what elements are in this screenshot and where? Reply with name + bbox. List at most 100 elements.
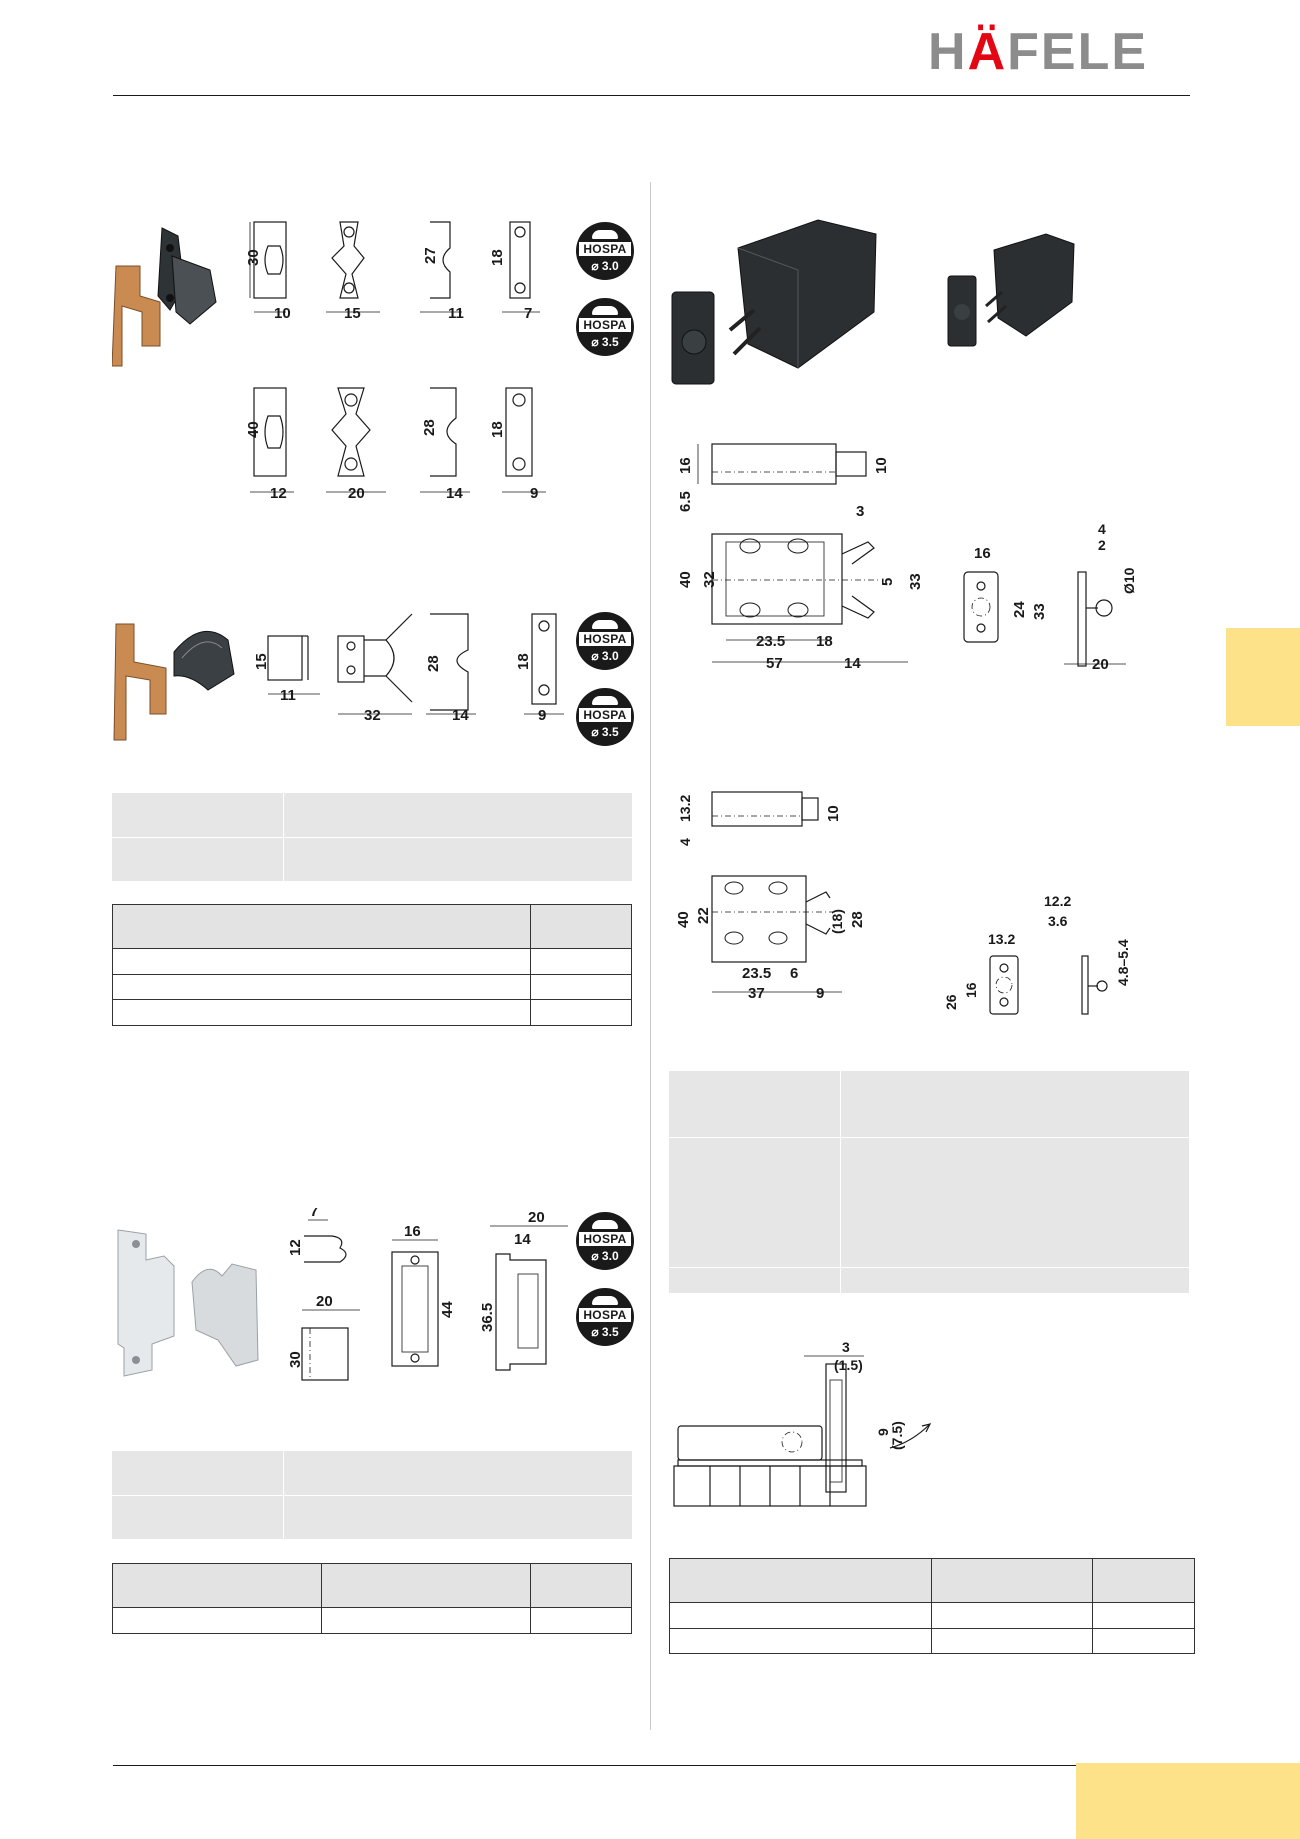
dim-h-side: 30	[287, 1351, 304, 1368]
dim-plate-w: 13.2	[988, 931, 1015, 947]
table-cell	[931, 1628, 1093, 1654]
catch3-drawings: 7 12 20 30 16 44 20 14 36.5	[280, 1208, 650, 1408]
table-cell	[1092, 1628, 1195, 1654]
dim-h-top: 12	[287, 1239, 304, 1256]
dim-plate-w: 16	[974, 545, 991, 562]
catch1-drawings-row1: 30 10 15 27 11 18 7	[240, 218, 660, 328]
dim-h2: 28	[425, 655, 442, 672]
brand-logo: HÄFELE	[928, 23, 1149, 81]
spec-band	[669, 1071, 1189, 1293]
dim-hole: 18	[489, 421, 506, 438]
dim-w-tip: 14	[844, 655, 861, 672]
dim-height: 15	[253, 653, 270, 670]
dim-h-front: 44	[439, 1301, 456, 1318]
dim-w-holes: 23.5	[742, 965, 771, 982]
push-latch-small-photo	[946, 232, 1076, 350]
dim-w2: 14	[452, 707, 469, 724]
hospa-35-icon: HOSPA⌀ 3.5	[576, 298, 634, 356]
dim-t2: 3.6	[1048, 913, 1068, 929]
dim-w3: 9	[538, 707, 546, 724]
dim-total: 33	[1031, 603, 1048, 620]
hospa-35-icon: HOSPA⌀ 3.5	[576, 1288, 634, 1346]
table-header-cell	[530, 1563, 632, 1608]
push-latch-photo	[668, 218, 878, 388]
latch1-side-view: 16 6.5 10	[668, 432, 918, 512]
dim-h-outer: 40	[677, 571, 694, 588]
hospa-30-icon: HOSPA⌀ 3.0	[576, 222, 634, 280]
table-header-cell	[1092, 1558, 1195, 1603]
dim-width-a: 10	[274, 305, 291, 322]
table-header-cell	[321, 1563, 531, 1608]
table-cell	[1092, 1602, 1195, 1629]
dim-h-outer: 40	[675, 911, 692, 928]
dim-width-a: 12	[270, 485, 287, 502]
spring-catch-photo	[111, 226, 232, 368]
table-cell	[669, 1628, 932, 1654]
dim-w-tip: 9	[816, 985, 824, 1002]
table-cell	[530, 1607, 632, 1634]
dim-nose: (18)	[829, 909, 845, 934]
dim-w-inner: 14	[514, 1231, 531, 1248]
table-header-cell	[669, 1558, 932, 1603]
table-cell	[112, 999, 531, 1026]
table-cell	[530, 974, 632, 1000]
roller-catch-photo	[112, 1220, 262, 1380]
dim-pin: 10	[825, 805, 842, 822]
dim-h: 13.2	[677, 795, 693, 822]
dim-gap: 3	[842, 1339, 850, 1355]
dim-offset: 6.5	[677, 491, 694, 512]
spec-band	[112, 793, 632, 881]
dim-depth: 20	[1092, 656, 1109, 672]
table-cell	[530, 948, 632, 975]
table-cell	[530, 999, 632, 1026]
header-rule	[113, 95, 1190, 96]
dim-w3: 7	[524, 305, 532, 322]
catch2-drawings: 15 11 32 28 14 18 9	[246, 610, 566, 730]
dim-w-top: 7	[310, 1208, 318, 1220]
latch2-front-view: 40 22 (18) 28 23.5 6 37 9	[666, 872, 866, 1002]
dim-w-total: 37	[748, 985, 765, 1002]
dim-ball: Ø10	[1121, 567, 1137, 594]
dim-t1: 12.2	[1044, 893, 1071, 909]
dim-offset-alt: (7.5)	[889, 1421, 905, 1450]
table-header-cell	[530, 904, 632, 949]
dim-h2: 28	[421, 419, 438, 436]
latch2-strike-plate: 12.2 3.6 13.2 26 16 4.8–5.4	[938, 892, 1138, 1020]
table-cell	[669, 1602, 932, 1629]
dim-h-right: 28	[849, 911, 866, 928]
dim-t1: 4	[1098, 522, 1106, 537]
dim-w2: 11	[448, 305, 464, 322]
dim-hole: 18	[489, 249, 506, 266]
catch1-drawings-row2: 40 12 20 28 14 18 9	[240, 384, 660, 502]
footer-rule	[113, 1765, 1076, 1766]
dim-w-nose: 18	[816, 633, 833, 650]
footer-tab	[1076, 1763, 1300, 1839]
table-cell	[112, 974, 531, 1000]
dim-h2: 27	[422, 247, 439, 264]
dim-t2: 2	[1098, 537, 1106, 553]
dim-w-front: 16	[404, 1223, 421, 1240]
dim-tip: 5	[879, 578, 896, 586]
dim-gap-alt: (1.5)	[834, 1357, 863, 1373]
table-cell	[321, 1607, 531, 1634]
order-table	[112, 904, 632, 1026]
dim-h-inner: 22	[695, 907, 712, 924]
order-table	[112, 1563, 632, 1634]
column-divider	[650, 182, 651, 1730]
dim-hole: 18	[515, 653, 532, 670]
latch1-strike-plate: 16 24 33 4 2 Ø10 20	[944, 522, 1144, 672]
installation-drawing: 3 (1.5) 9 (7.5)	[668, 1330, 968, 1512]
dim-w-side: 20	[316, 1293, 333, 1310]
order-table	[669, 1558, 1195, 1654]
table-header-cell	[112, 1563, 322, 1608]
hospa-30-icon: HOSPA⌀ 3.0	[576, 612, 634, 670]
clip-catch-photo	[112, 618, 242, 742]
chapter-tab	[1226, 628, 1300, 726]
dim-pin: 10	[873, 457, 890, 474]
dim-offset: 9	[875, 1428, 891, 1436]
dim-width-b: 32	[364, 707, 381, 724]
dim-width-b: 15	[344, 305, 361, 322]
dim-h-inner: 16	[963, 982, 979, 998]
table-cell	[112, 1607, 322, 1634]
spec-band	[112, 1451, 632, 1539]
